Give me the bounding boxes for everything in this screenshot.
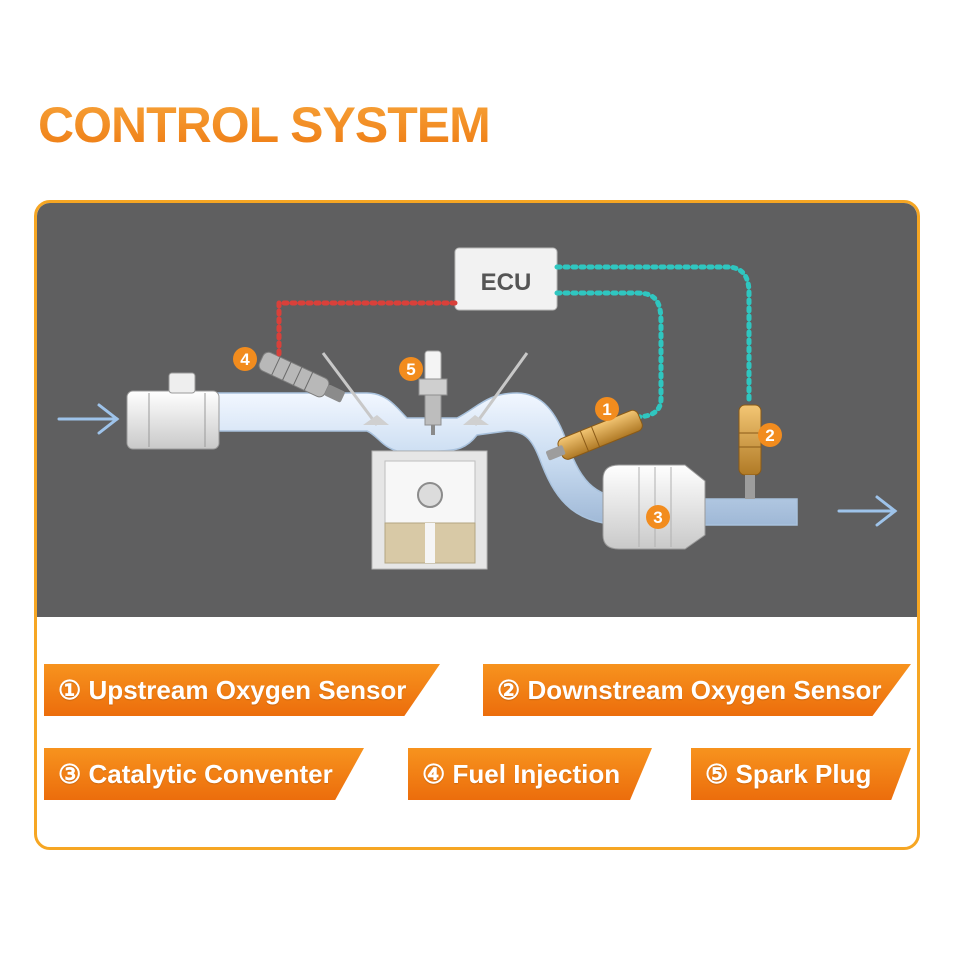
marker-3-badge: 3 (646, 505, 670, 529)
svg-text:5: 5 (406, 360, 415, 379)
svg-text:4: 4 (240, 350, 250, 369)
svg-text:2: 2 (765, 426, 774, 445)
fuel-injector (258, 351, 345, 403)
svg-text:1: 1 (602, 400, 611, 419)
legend-label: ④ Fuel Injection (422, 758, 621, 789)
legend-label: ③ Catalytic Conventer (58, 758, 333, 789)
intake-exhaust-pipe (186, 392, 798, 526)
marker-2-badge: 2 (758, 423, 782, 447)
ecu-to-injector-wire (276, 300, 458, 358)
diagram-frame: ECU (34, 200, 920, 850)
marker-5-badge: 5 (399, 357, 423, 381)
upstream-oxygen-sensor (546, 409, 643, 461)
ecu-to-downstream-sensor-wire (554, 264, 752, 406)
ecu-to-upstream-sensor-wire (554, 290, 664, 420)
legend-label: ① Upstream Oxygen Sensor (58, 674, 407, 705)
legend-spark-plug: ⑤ Spark Plug (691, 748, 911, 800)
ecu-unit: ECU (454, 247, 558, 311)
legend-label: ② Downstream Oxygen Sensor (497, 674, 882, 705)
legend-label: ⑤ Spark Plug (705, 758, 872, 789)
exhaust-out-arrow-icon (837, 495, 898, 527)
legend-downstream-oxygen-sensor: ② Downstream Oxygen Sensor (483, 664, 911, 716)
air-flow-meter (126, 372, 220, 450)
marker-4-badge: 4 (233, 347, 257, 371)
exhaust-valve (463, 352, 529, 426)
engine-cylinder (371, 450, 488, 570)
spark-plug (418, 350, 448, 435)
legend-fuel-injection: ④ Fuel Injection (408, 748, 652, 800)
downstream-oxygen-sensor (738, 404, 762, 499)
page-title: CONTROL SYSTEM (38, 97, 491, 153)
engine-control-diagram: ECU (37, 203, 917, 617)
svg-text:3: 3 (653, 508, 662, 527)
legend-upstream-oxygen-sensor: ① Upstream Oxygen Sensor (44, 664, 440, 716)
marker-1-badge: 1 (595, 397, 619, 421)
airflow-in-arrow-icon (57, 403, 120, 435)
ecu-label: ECU (481, 269, 532, 296)
intake-valve (321, 352, 389, 426)
legend-catalytic-converter: ③ Catalytic Conventer (44, 748, 364, 800)
